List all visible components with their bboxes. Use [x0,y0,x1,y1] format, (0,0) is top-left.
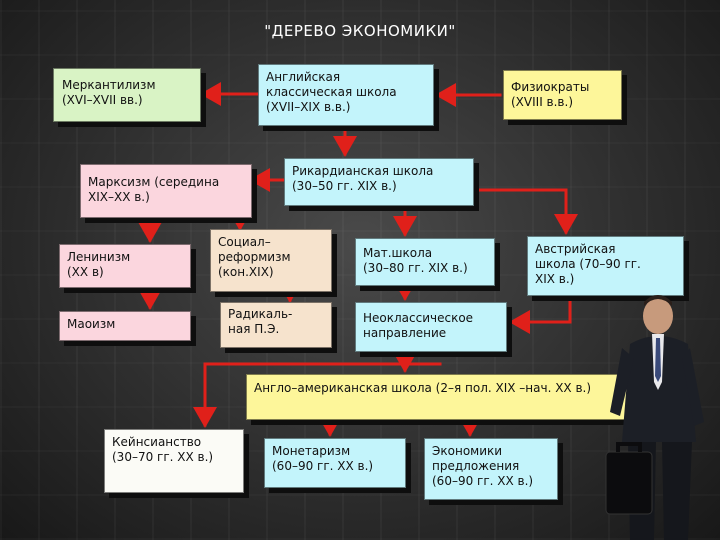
box-marxism: Марксизм (середина XIX–XX в.) [80,164,252,218]
box-math-school: Мат.школа (30–80 гг. XIX в.) [355,238,495,286]
arrow-austrian-to-neoclassical [509,294,572,334]
businessman-icon [605,295,704,540]
box-leninism: Ленинизм (XX в) [59,244,191,288]
box-maoism: Маоизм [59,311,191,341]
diagram-title: "ДЕРЕВО ЭКОНОМИКИ" [264,22,456,40]
box-neoclassical: Неоклассическое направление [355,302,507,352]
box-english-classical: Английская классическая школа (XVII–XIX … [258,64,434,126]
box-mercantilism: Меркантилизм (XVI–XVII вв.) [53,68,201,122]
box-radical-pe: Радикаль- ная П.Э. [220,302,332,348]
box-keynesianism: Кейнсианство (30–70 гг. XX в.) [104,429,244,493]
arrow-anglo-to-keynesianism [193,362,442,428]
box-monetarism: Монетаризм (60–90 гг. XX в.) [264,438,406,488]
box-physiocrats: Физиократы (XVIII в.в.) [503,70,622,120]
arrow-ricardian-to-austrian [471,188,578,235]
box-austrian: Австрийская школа (70–90 гг. XIX в.) [527,236,684,296]
box-social-reformism: Социал– реформизм (кон.XIX) [210,229,332,292]
box-ricardian: Рикардианская школа (30–50 гг. XIX в.) [284,158,474,206]
box-supply-economics: Экономики предложения (60–90 гг. XX в.) [424,438,558,500]
